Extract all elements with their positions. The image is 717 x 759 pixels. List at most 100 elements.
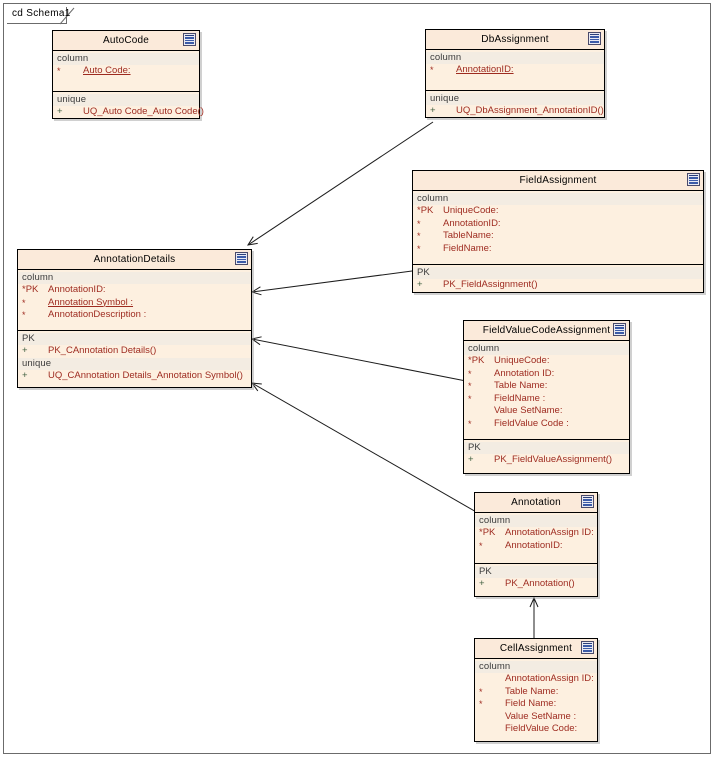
compartment-pk: PK + PK_FieldAssignment() <box>413 265 703 295</box>
attribute-name: AnnotationID: <box>505 539 563 551</box>
attribute-name: Table Name: <box>494 380 548 391</box>
attribute-row: * Table Name: <box>464 380 629 393</box>
pk-marker: *PK <box>417 205 434 216</box>
mandatory-marker: * <box>468 418 472 429</box>
attribute-row: * FieldName : <box>464 393 629 406</box>
class-box-annotation[interactable]: Annotation column *PK AnnotationAssign I… <box>474 492 598 597</box>
attribute-name: Field Name: <box>505 698 557 709</box>
operation-row: + PK_FieldAssignment() <box>413 279 703 292</box>
class-header-fieldvaluecodeassignment: FieldValueCodeAssignment <box>464 321 629 341</box>
mandatory-marker <box>475 711 491 724</box>
visibility-marker: + <box>22 369 28 381</box>
compartment-label: PK <box>464 442 629 454</box>
compartment-column: column * AnnotationID: <box>426 50 604 91</box>
class-box-autocode[interactable]: AutoCode column * Auto Code: unique + UQ… <box>52 30 204 122</box>
class-box-cellassignment[interactable]: CellAssignment column AnnotationAssign I… <box>474 638 598 742</box>
compartment-label: column <box>475 515 597 527</box>
compartment-label: column <box>426 52 604 64</box>
class-title-fieldvaluecodeassignment: FieldValueCodeAssignment <box>482 325 611 336</box>
pk-marker: *PK <box>479 527 496 538</box>
visibility-marker: + <box>22 345 28 356</box>
operation-name: PK_FieldValueAssignment() <box>494 454 613 465</box>
attribute-row: * AnnotationID: <box>475 540 597 553</box>
attribute-row: *PK AnnotationAssign ID: <box>475 527 597 540</box>
diagram-frame-tab <box>7 7 67 24</box>
mandatory-marker: * <box>479 699 483 709</box>
compartment-label: PK <box>18 333 251 345</box>
compartment-label: column <box>18 272 251 284</box>
table-icon <box>581 641 594 654</box>
operation-name: UQ_Auto Code_Auto Code() <box>83 106 204 117</box>
attribute-row: * Field Name: <box>475 698 597 711</box>
attribute-name: Value SetName: <box>494 405 563 416</box>
operation-row: + UQ_CAnnotation Details_Annotation Symb… <box>18 370 251 383</box>
class-box-fieldassignment[interactable]: FieldAssignment column *PK UniqueCode: *… <box>412 170 704 293</box>
compartment-unique: unique + UQ_DbAssignment_AnnotationID() <box>426 91 604 121</box>
mandatory-marker: * <box>417 231 421 241</box>
attribute-name: AnnotationID: <box>443 217 501 229</box>
attribute-name: Auto Code: <box>83 65 131 76</box>
visibility-marker: + <box>430 105 436 116</box>
class-title-annotation: Annotation <box>511 497 561 508</box>
operation-row: + UQ_Auto Code_Auto Code() <box>53 106 204 119</box>
attribute-name: UniqueCode: <box>443 205 499 216</box>
class-box-dbassignment[interactable]: DbAssignment column * AnnotationID: uniq… <box>425 29 605 118</box>
operation-name: UQ_CAnnotation Details_Annotation Symbol… <box>48 369 243 381</box>
operation-name: PK_FieldAssignment() <box>443 279 538 290</box>
mandatory-marker: * <box>22 297 26 308</box>
mandatory-marker: * <box>57 66 61 76</box>
compartment-column: column *PK AnnotationID: * Annotation Sy… <box>18 270 251 331</box>
attribute-row: AnnotationAssign ID: <box>475 673 597 686</box>
mandatory-marker <box>464 405 480 418</box>
attribute-name: Annotation ID: <box>494 367 555 379</box>
attribute-name: TableName: <box>443 230 494 241</box>
class-title-cellassignment: CellAssignment <box>499 643 573 654</box>
class-header-annotationdetails: AnnotationDetails <box>18 250 251 270</box>
visibility-marker: + <box>57 106 63 117</box>
mandatory-marker <box>475 673 491 686</box>
table-icon <box>581 495 594 508</box>
mandatory-marker: * <box>417 218 421 229</box>
compartment-label: unique <box>18 357 251 370</box>
table-icon <box>613 323 626 336</box>
compartment-pk: PK + PK_Annotation() <box>475 564 597 594</box>
mandatory-marker: * <box>22 310 26 320</box>
compartment-label: column <box>475 661 597 673</box>
attribute-row: FieldValue Code: <box>475 723 597 736</box>
visibility-marker: + <box>417 279 423 290</box>
attribute-row: * TableName: <box>413 230 703 243</box>
compartment-label: PK <box>475 566 597 578</box>
attribute-row: * Annotation ID: <box>464 368 629 381</box>
mandatory-marker: * <box>417 243 421 254</box>
attribute-row: *PK AnnotationID: <box>18 284 251 297</box>
operation-row: + PK_FieldValueAssignment() <box>464 454 629 467</box>
compartment-label: column <box>413 193 703 205</box>
diagram-frame-tab-slant-icon <box>60 7 75 25</box>
compartment-unique: unique + UQ_Auto Code_Auto Code() <box>53 92 204 122</box>
class-box-fieldvaluecodeassignment[interactable]: FieldValueCodeAssignment column *PK Uniq… <box>463 320 630 474</box>
pk-marker: *PK <box>22 284 39 295</box>
attribute-name: Table Name: <box>505 685 559 697</box>
attribute-row: Value SetName : <box>475 711 597 724</box>
class-header-dbassignment: DbAssignment <box>426 30 604 50</box>
table-icon <box>687 173 700 186</box>
class-title-fieldassignment: FieldAssignment <box>519 175 597 186</box>
class-box-annotationdetails[interactable]: AnnotationDetails column *PK AnnotationI… <box>17 249 252 388</box>
attribute-name: AnnotationAssign ID: <box>505 673 594 684</box>
operation-name: UQ_DbAssignment_AnnotationID() <box>456 105 604 116</box>
compartment-column: column *PK UniqueCode: * Annotation ID: … <box>464 341 629 440</box>
attribute-name: Annotation Symbol : <box>48 296 134 308</box>
compartment-column: column AnnotationAssign ID: * Table Name… <box>475 659 597 739</box>
attribute-row: *PK UniqueCode: <box>464 355 629 368</box>
table-icon <box>588 32 601 45</box>
attribute-name: UniqueCode: <box>494 355 550 366</box>
attribute-row: *PK UniqueCode: <box>413 205 703 218</box>
visibility-marker: + <box>479 578 485 589</box>
attribute-row: * Annotation Symbol : <box>18 297 251 310</box>
attribute-name: FieldName: <box>443 242 492 254</box>
attribute-row: * FieldValue Code : <box>464 418 629 431</box>
table-icon <box>183 33 196 46</box>
operation-name: PK_Annotation() <box>505 578 575 589</box>
class-title-dbassignment: DbAssignment <box>481 34 549 45</box>
compartment-column: column *PK UniqueCode: * AnnotationID: *… <box>413 191 703 265</box>
